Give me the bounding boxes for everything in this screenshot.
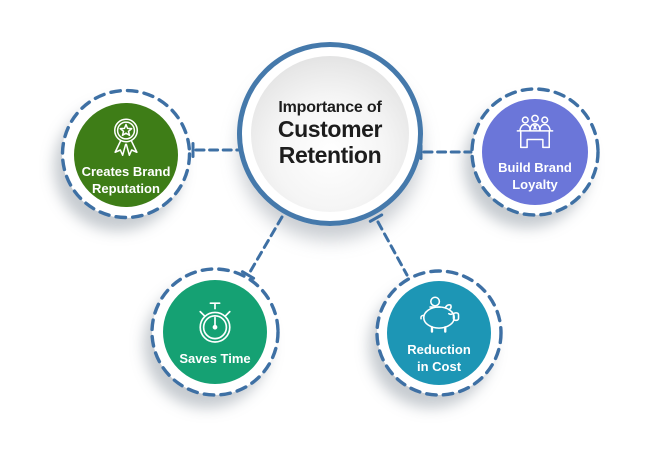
center-title-line1: Customer (277, 116, 383, 143)
piggy-bank-icon (420, 296, 460, 333)
node-reduction-in-cost: Reduction in Cost (387, 281, 491, 385)
center-disc: Importance of Customer Retention (251, 56, 409, 212)
team-table-icon (516, 114, 554, 148)
dashed-ring-build-brand-loyalty (470, 87, 600, 217)
center-circle: Importance of Customer Retention (237, 42, 423, 226)
connector-bottom-left (248, 215, 284, 274)
dashed-ring-saves-time (150, 267, 280, 397)
node-creates-brand-reputation: Creates Brand Reputation (74, 103, 178, 207)
node-label: Creates Brand Reputation (81, 163, 171, 196)
award-rosette-icon (114, 118, 138, 156)
center-title-line2: Retention (278, 142, 382, 169)
connector-bottom-right (376, 220, 409, 277)
center-kicker: Importance of (278, 99, 382, 117)
node-label: Reduction in Cost (407, 341, 471, 374)
node-build-brand-loyalty: Build Brand Loyalty (482, 99, 588, 205)
node-saves-time: Saves Time (163, 280, 267, 384)
node-label: Saves Time (179, 351, 251, 367)
dashed-ring-reduction-in-cost (375, 269, 503, 397)
connector-bottom-right-cap (368, 213, 384, 223)
node-label: Build Brand Loyalty (498, 159, 572, 192)
stopwatch-icon (199, 302, 231, 343)
dashed-ring-creates-brand-reputation (60, 88, 192, 220)
connector-bottom-left-cap (240, 270, 256, 280)
